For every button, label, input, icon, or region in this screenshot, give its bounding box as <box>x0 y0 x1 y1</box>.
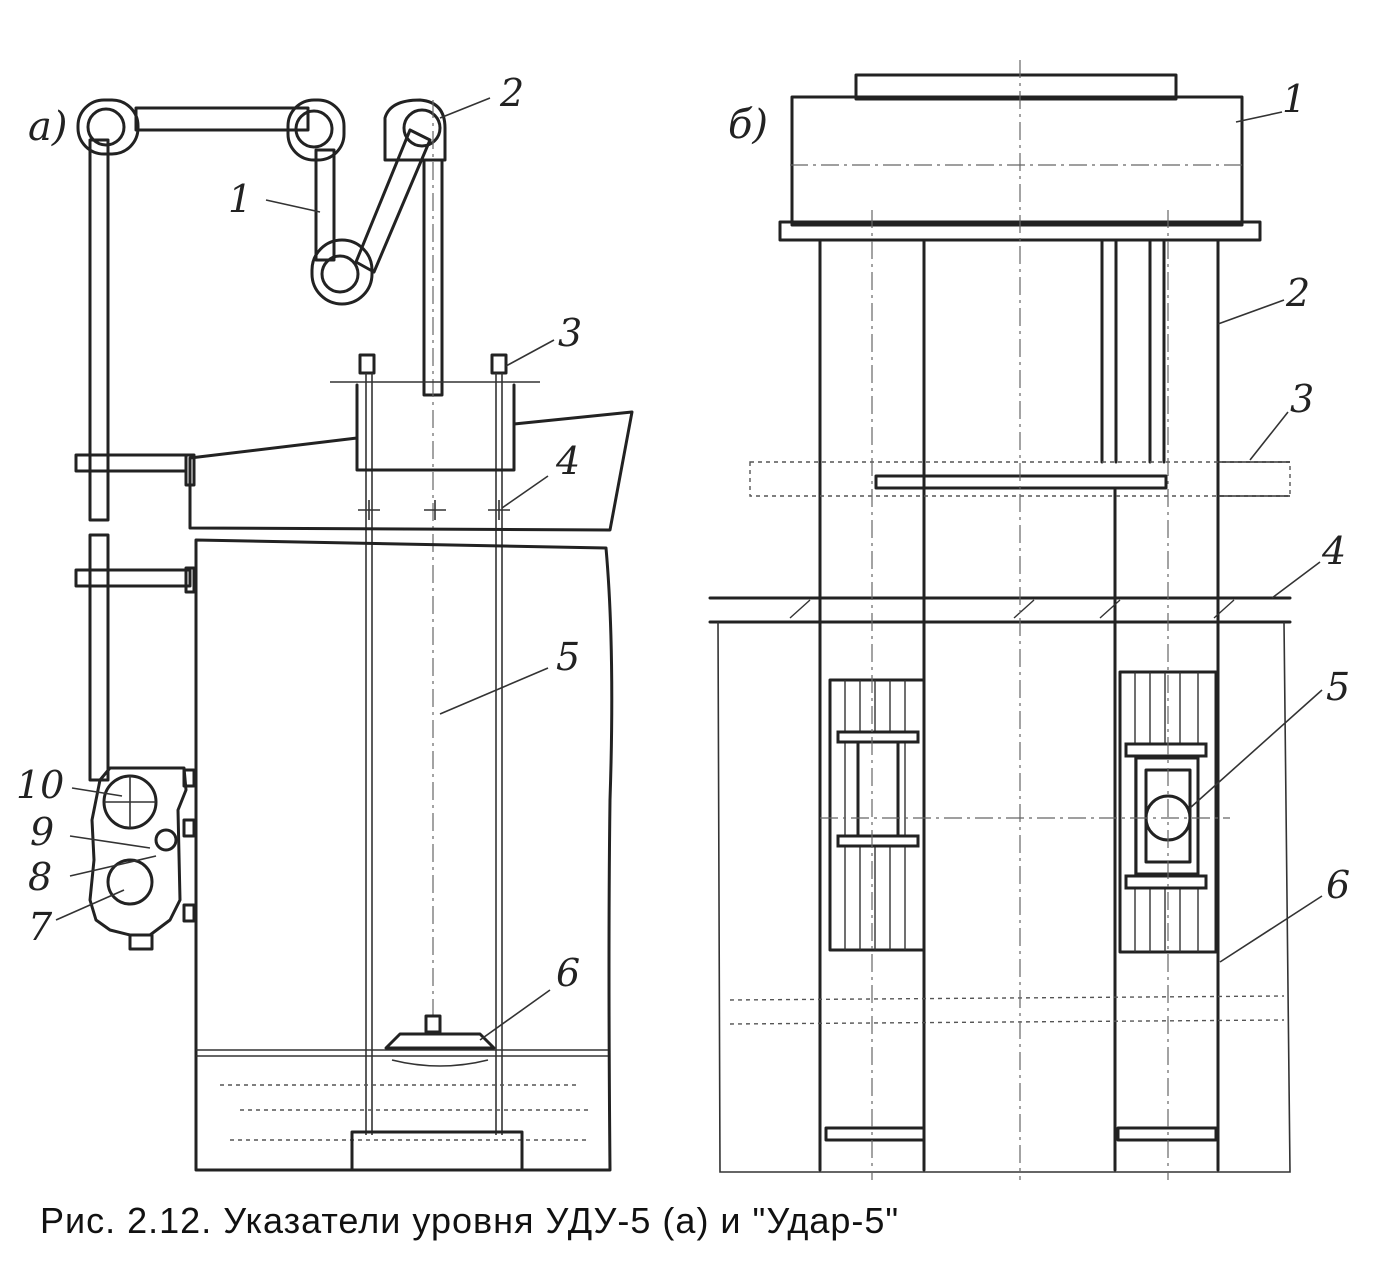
columns <box>818 238 1220 1172</box>
callout-b-3: 3 <box>1290 377 1314 421</box>
liquid <box>196 1049 608 1141</box>
panel-a: а) <box>28 98 634 1172</box>
panel-a-label: а) <box>28 104 67 150</box>
callout-a-7: 7 <box>28 905 53 949</box>
tank <box>194 538 614 1172</box>
figure-caption: Рис. 2.12. Указатели уровня УДУ-5 (а) и … <box>40 1200 900 1241</box>
pulley-lower <box>310 238 374 306</box>
panel-b: б) <box>708 60 1292 1180</box>
callout-labels: 1 2 3 4 5 6 7 8 9 10 1 2 3 4 5 6 <box>16 71 1350 995</box>
left-grating <box>828 678 926 952</box>
drive-housing <box>790 95 1244 227</box>
left-rod-upper <box>88 138 110 522</box>
callout-a-1: 1 <box>228 177 252 221</box>
callout-a-6: 6 <box>556 951 580 995</box>
right-grating <box>1118 670 1218 954</box>
callout-a-8: 8 <box>28 855 52 899</box>
callout-a-4: 4 <box>555 439 580 483</box>
guide-pins <box>358 353 508 1135</box>
callout-b-1: 1 <box>1282 77 1306 121</box>
bracket-upper <box>74 453 188 473</box>
float <box>384 1014 496 1067</box>
pulley-top-right <box>383 98 447 162</box>
top-cap <box>854 73 1178 101</box>
drop-link <box>314 148 336 262</box>
floor-slab <box>708 596 1292 624</box>
callout-b-2: 2 <box>1285 271 1310 315</box>
head-box <box>355 383 516 472</box>
diagonal-link <box>354 128 432 274</box>
roof-slab <box>188 410 634 532</box>
leader-lines <box>55 97 1323 1041</box>
pulley-top-left <box>76 98 140 156</box>
callout-a-2: 2 <box>499 71 524 115</box>
bottom-plate <box>350 1130 524 1172</box>
counter-mechanism <box>88 766 196 951</box>
centerlines <box>790 60 1245 1180</box>
reservoir <box>717 621 1291 1173</box>
callout-b-4: 4 <box>1321 529 1346 573</box>
cross-marks <box>358 500 510 520</box>
callout-a-10: 10 <box>16 763 64 807</box>
callout-a-3: 3 <box>558 311 582 355</box>
callout-a-5: 5 <box>556 635 580 679</box>
panel-b-label: б) <box>728 102 768 148</box>
callout-b-5: 5 <box>1326 665 1350 709</box>
bracket-lower <box>74 568 192 588</box>
callout-a-9: 9 <box>30 810 54 854</box>
callout-b-6: 6 <box>1326 863 1350 907</box>
top-link <box>134 106 310 132</box>
left-rod-lower <box>88 533 110 782</box>
